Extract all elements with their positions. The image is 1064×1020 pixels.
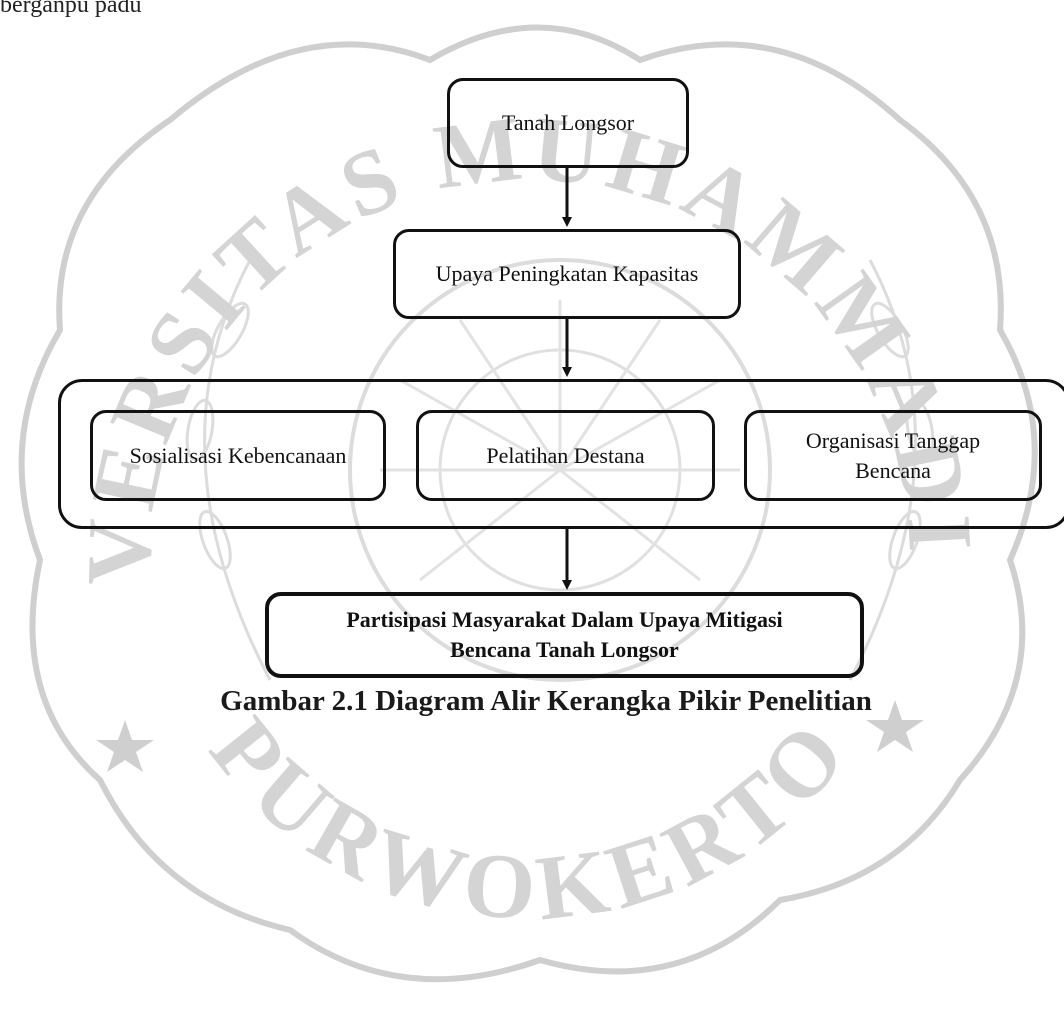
node-organisasi-tanggap-bencana: Organisasi Tanggap Bencana: [744, 410, 1042, 501]
node-sosialisasi-kebencanaan: Sosialisasi Kebencanaan: [90, 410, 386, 501]
node-result-line1: Partisipasi Masyarakat Dalam Upaya Mitig…: [346, 607, 783, 632]
node-pelatihan-destana: Pelatihan Destana: [416, 410, 715, 501]
node-upaya-peningkatan-kapasitas: Upaya Peningkatan Kapasitas: [393, 229, 741, 319]
node-result-line2: Bencana Tanah Longsor: [450, 637, 679, 662]
node-sosialisasi-label: Sosialisasi Kebencanaan: [129, 442, 347, 468]
seal-inner-circle: [348, 258, 772, 682]
seal-stars: [96, 700, 924, 772]
activities-group-box: [58, 379, 1064, 529]
figure-caption-text: Gambar 2.1 Diagram Alir Kerangka Pikir P…: [220, 685, 872, 717]
seal-wreath: [185, 259, 935, 681]
node-tanah-longsor-label: Tanah Longsor: [501, 110, 635, 135]
seal-sun-rays: [380, 300, 740, 582]
node-tanah-longsor: Tanah Longsor: [447, 78, 689, 168]
seal-border: [18, 24, 1038, 983]
node-organisasi-label: Organisasi Tanggap Bencana: [805, 427, 981, 483]
node-pelatihan-label: Pelatihan Destana: [486, 442, 645, 468]
intro-text: berganpu padu: [0, 0, 142, 18]
node-upaya-label: Upaya Peningkatan Kapasitas: [435, 261, 699, 286]
node-partisipasi-masyarakat: Partisipasi Masyarakat Dalam Upaya Mitig…: [265, 592, 864, 678]
figure-caption: Gambar 2.1 Diagram Alir Kerangka Pikir P…: [0, 685, 1064, 718]
